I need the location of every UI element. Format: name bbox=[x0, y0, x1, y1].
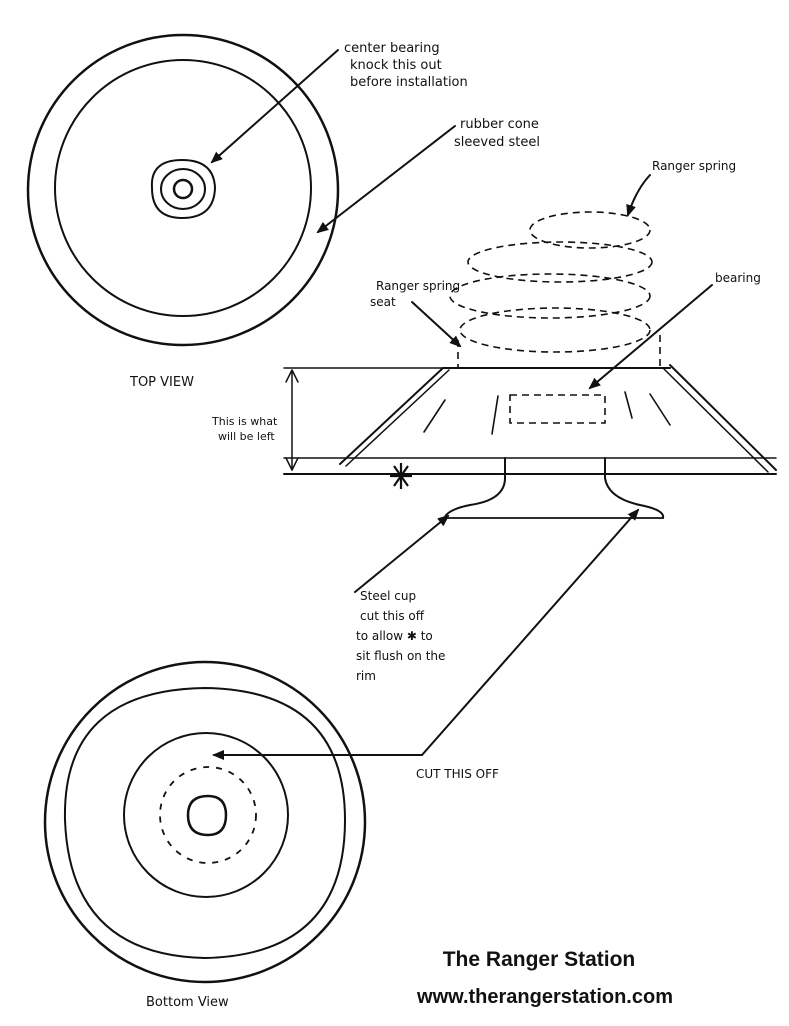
cone-ribs bbox=[423, 391, 671, 435]
steel-cup-arrow-right bbox=[421, 508, 640, 756]
center-bearing-outer bbox=[150, 159, 216, 219]
center-bearing-middle bbox=[160, 168, 206, 210]
top-view-inner-ring bbox=[54, 59, 312, 317]
bottom-view-second-ring bbox=[63, 687, 346, 959]
side-view-drawing bbox=[283, 211, 777, 521]
bottom-view-center-hole bbox=[186, 794, 228, 837]
brand-url: www.therangerstation.com bbox=[416, 986, 673, 1008]
rim-star-icon bbox=[390, 463, 412, 489]
cone-right-side bbox=[669, 364, 777, 471]
height-dimension-arrow-bottom bbox=[285, 457, 299, 471]
steel-cup-arrow-left bbox=[354, 514, 450, 593]
bearing-arrow bbox=[588, 284, 713, 390]
top-view-outer-ring bbox=[26, 33, 340, 347]
bottom-view-outer-ring bbox=[43, 660, 367, 984]
steel-cup-left bbox=[443, 457, 506, 521]
rubber-cone-label: rubber cone sleeved steel bbox=[454, 117, 543, 150]
top-view-label: TOP VIEW bbox=[129, 375, 194, 390]
bottom-view-dashed-ring bbox=[159, 766, 257, 864]
cone-left-side-inner bbox=[345, 369, 450, 467]
center-bearing-label: center bearing knock this out before ins… bbox=[344, 41, 468, 90]
bottom-view-drawing bbox=[43, 660, 367, 984]
bearing-label: bearing bbox=[715, 271, 761, 285]
ranger-spring-label: Ranger spring bbox=[652, 159, 736, 173]
cone-right-side-inner bbox=[663, 368, 769, 473]
steel-cup-note: Steel cup cut this off to allow ✱ to sit… bbox=[356, 589, 449, 683]
bottom-view-label: Bottom View bbox=[146, 995, 229, 1010]
what-is-left-label: This is what will be left bbox=[211, 415, 281, 443]
top-view-drawing bbox=[26, 33, 340, 347]
center-bearing-hole bbox=[172, 178, 194, 200]
ranger-spring-arrow bbox=[626, 174, 651, 217]
brand-name: The Ranger Station bbox=[443, 948, 636, 971]
cut-this-off-label: CUT THIS OFF bbox=[416, 767, 499, 781]
ranger-spring-coils bbox=[449, 211, 661, 424]
steel-cup-right bbox=[604, 457, 665, 519]
height-dimension-arrow-top bbox=[285, 369, 299, 383]
spring-seat-arrow bbox=[411, 301, 462, 348]
cone-left-side bbox=[339, 367, 444, 465]
bottom-view-inner-ring bbox=[123, 732, 289, 898]
rubber-cone-arrow bbox=[316, 125, 456, 234]
center-bearing-arrow bbox=[210, 49, 339, 164]
spring-seat-label: Ranger spring seat bbox=[370, 279, 464, 309]
